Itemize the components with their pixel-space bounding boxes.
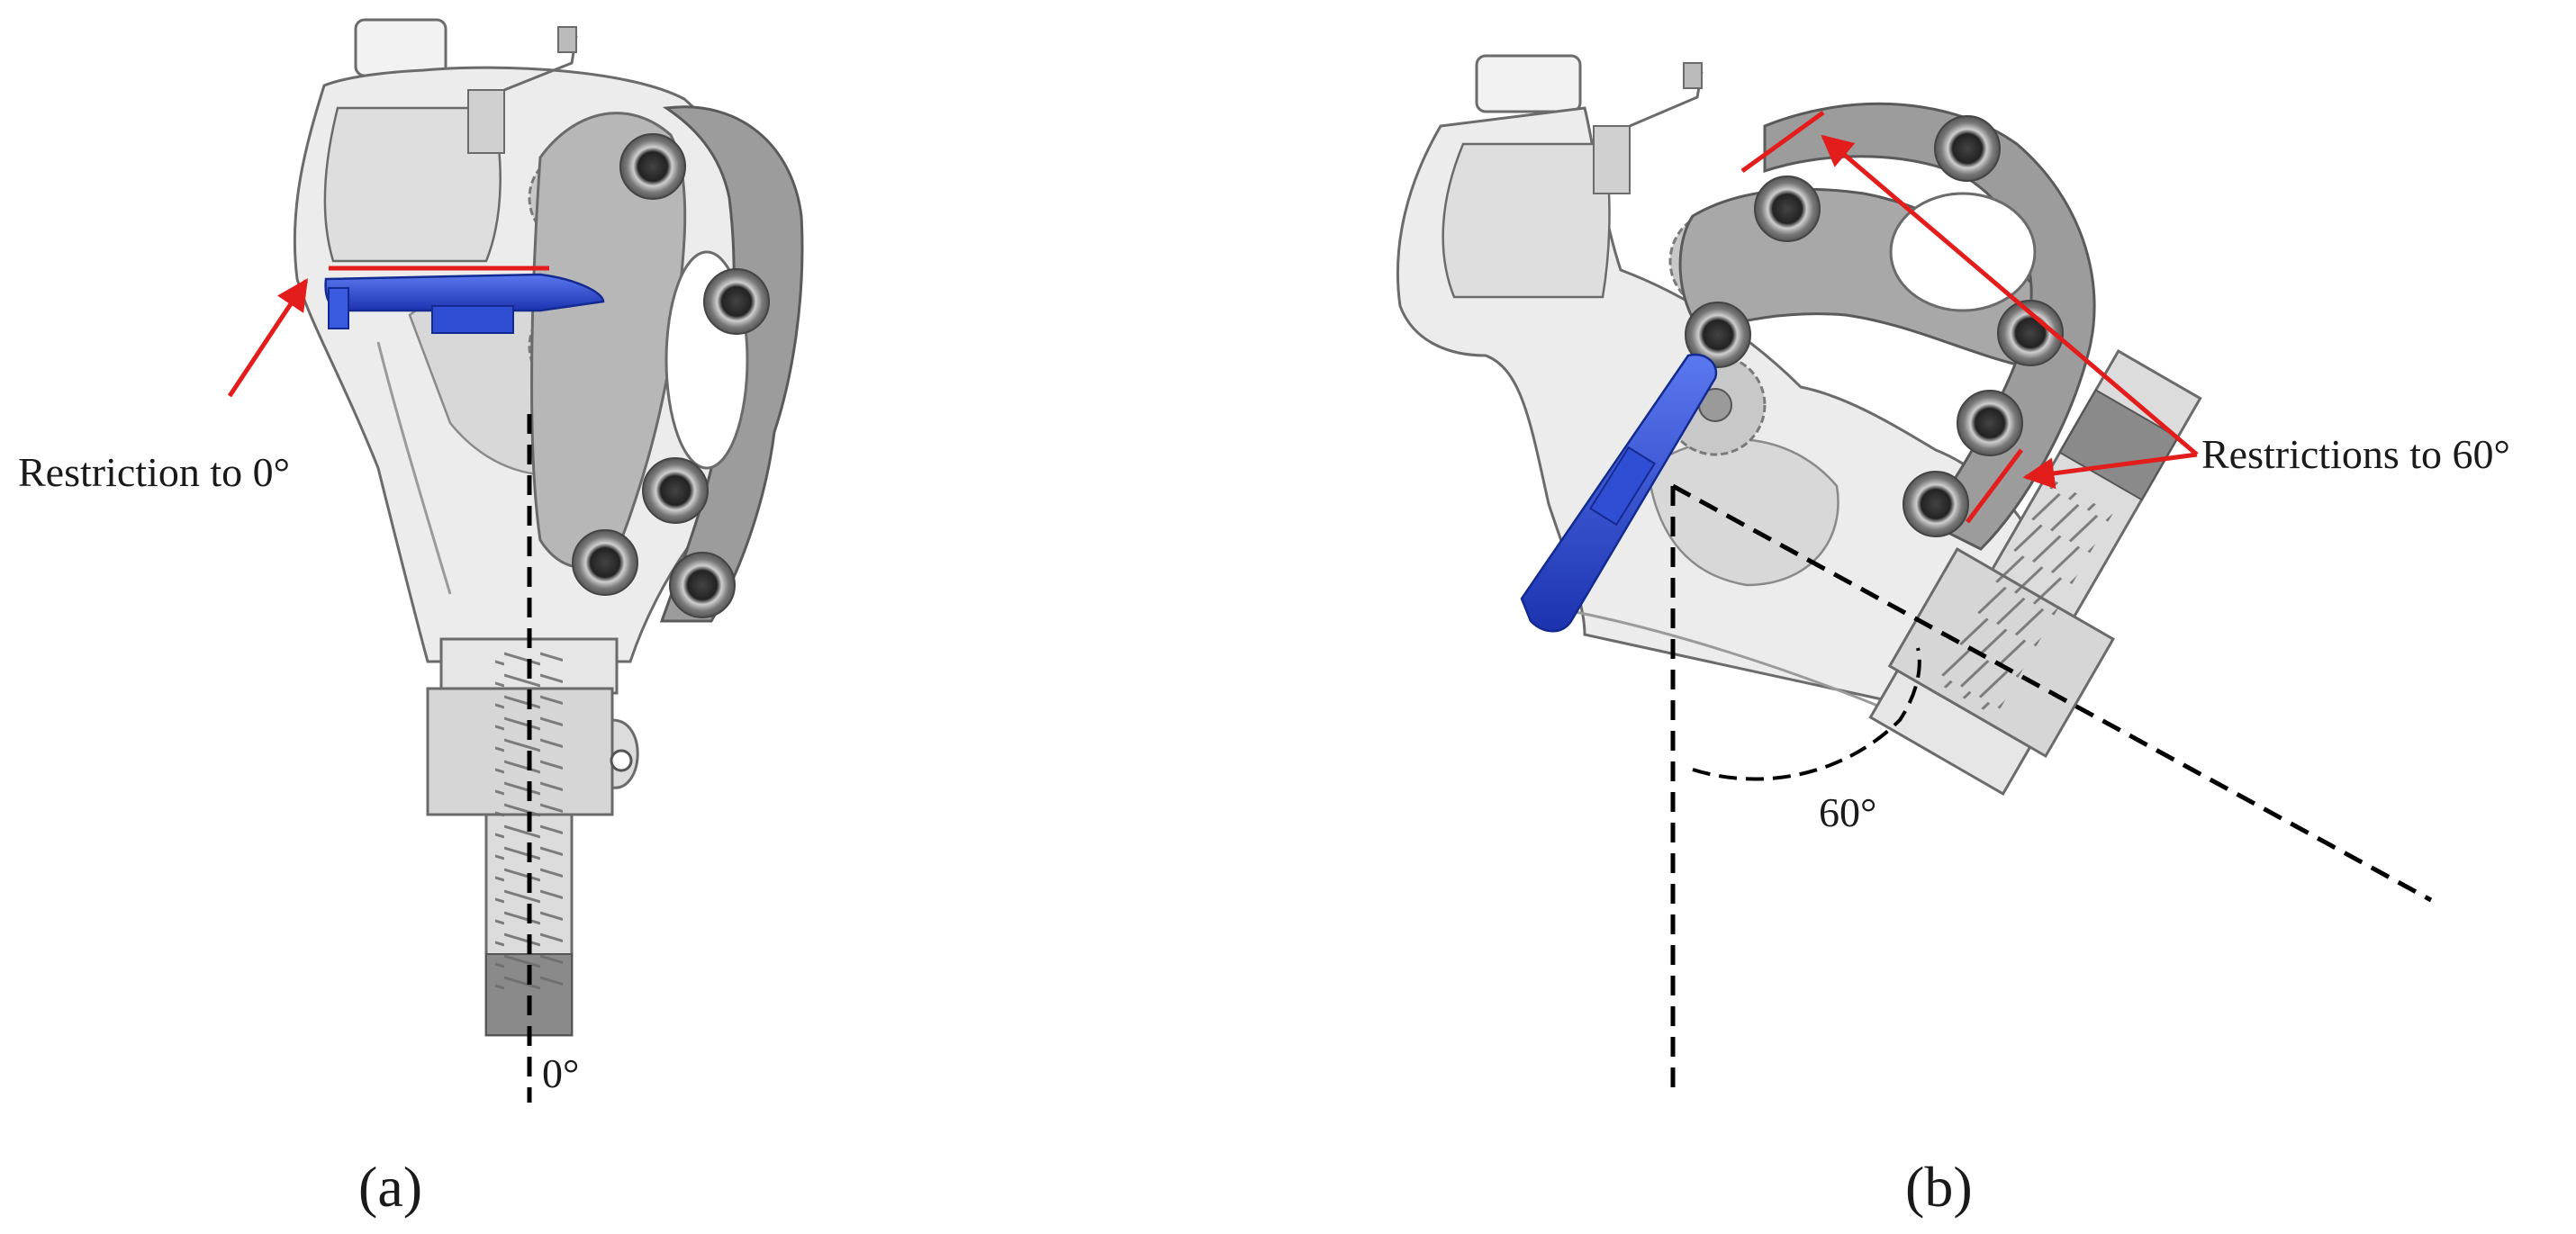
panel-b: Restrictions to 60° 60° (b)	[1396, 54, 2510, 1219]
panel-a-angle-label: 0°	[542, 1050, 579, 1096]
panel-a-linkage	[530, 105, 804, 623]
panel-b-restriction-line-top	[1740, 110, 1825, 174]
panel-a-annotation-label: Restriction to 0°	[18, 449, 290, 495]
panel-b-annotation-arrow-top	[1821, 134, 2199, 456]
panel-a: Restriction to 0° 0° (a)	[18, 18, 804, 1219]
panel-a-caption: (a)	[358, 1155, 422, 1219]
panel-a-annotation-arrow	[227, 278, 309, 398]
panel-b-restriction-line-side	[1966, 448, 2023, 524]
panel-b-angle-arc	[1692, 647, 1921, 781]
panel-a-pylon	[426, 637, 639, 1037]
panel-b-annotation-label: Restrictions to 60°	[2201, 431, 2510, 477]
panel-a-bolts	[572, 133, 770, 618]
panel-b-stopper	[1520, 353, 1718, 633]
panel-b-annotation-arrow-side	[2022, 452, 2198, 490]
panel-a-stopper	[324, 273, 605, 334]
panel-b-shank-axis	[1671, 483, 2433, 903]
panel-b-angle-label: 60°	[1819, 789, 1876, 835]
panel-b-bolts	[1685, 115, 2064, 537]
panel-b-caption: (b)	[1905, 1155, 1973, 1219]
panel-b-pylon	[1868, 349, 2202, 797]
